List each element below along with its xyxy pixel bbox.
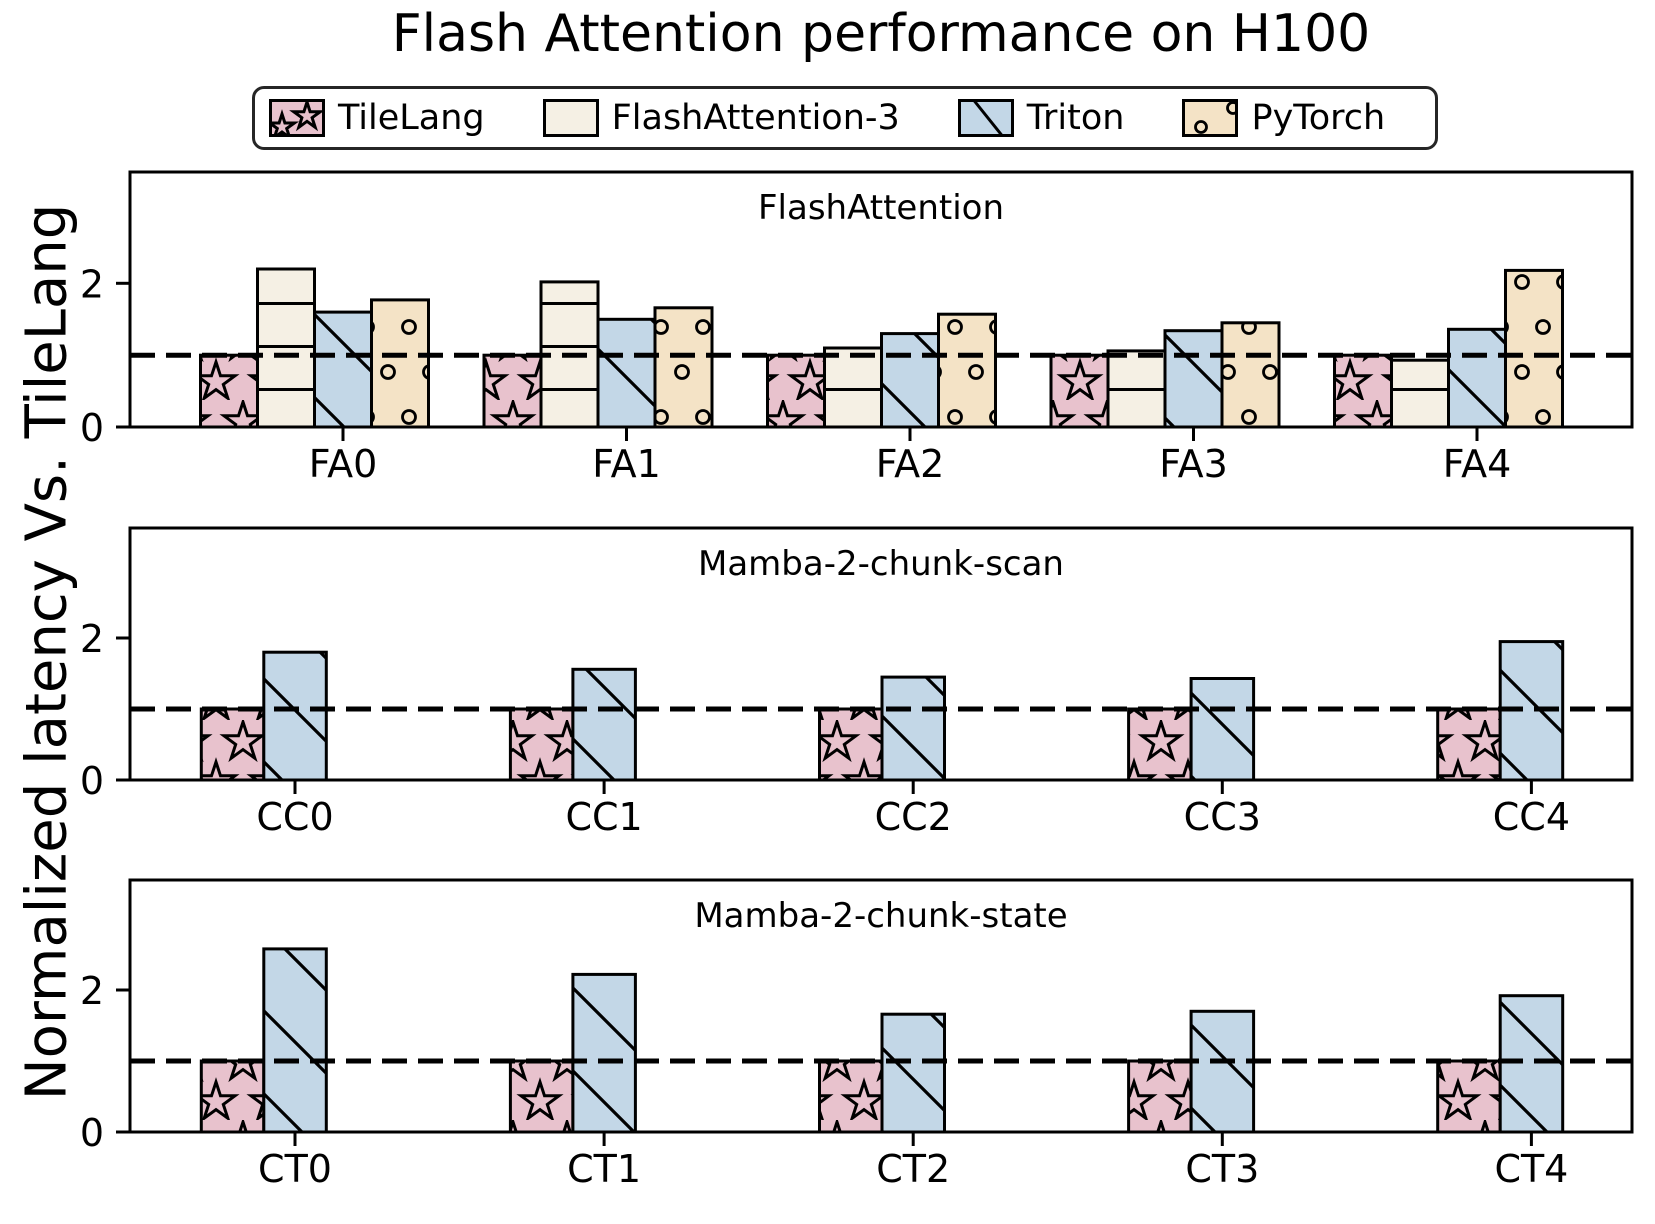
bar-fa2-tilelang bbox=[766, 353, 826, 429]
bar-fa1-triton bbox=[596, 317, 657, 429]
legend-label: TileLang bbox=[338, 97, 485, 138]
axes-border bbox=[128, 878, 1634, 1134]
x-tick-label-fa0: FA0 bbox=[309, 442, 378, 486]
axes-border bbox=[128, 170, 1634, 429]
bar-ct1-tilelang bbox=[508, 1059, 575, 1134]
x-tick-label-ct1: CT1 bbox=[567, 1147, 641, 1191]
legend-label: Triton bbox=[1026, 97, 1125, 138]
bar-fa3-pytorch bbox=[1220, 321, 1281, 429]
x-tick-label-ct4: CT4 bbox=[1494, 1147, 1568, 1191]
x-tick-label-fa1: FA1 bbox=[592, 442, 661, 486]
x-tick-label-ct3: CT3 bbox=[1185, 1147, 1259, 1191]
bar-fa1-pytorch bbox=[653, 306, 714, 429]
bar-fa4-flashattention-3 bbox=[1390, 358, 1450, 429]
legend-swatch-circles-icon bbox=[1182, 99, 1239, 137]
legend-item-pytorch: PyTorch bbox=[1182, 99, 1385, 137]
bar-fa2-triton bbox=[880, 332, 940, 429]
x-tick-label-cc0: CC0 bbox=[256, 795, 333, 839]
bar-fa4-tilelang bbox=[1333, 353, 1393, 429]
bar-cc4-tilelang bbox=[1436, 707, 1502, 782]
bar-fa3-triton bbox=[1163, 329, 1224, 429]
x-tick-label-cc4: CC4 bbox=[1493, 795, 1570, 839]
bar-ct2-tilelang bbox=[818, 1059, 884, 1134]
bar-cc3-triton bbox=[1189, 677, 1256, 782]
bar-fa2-pytorch bbox=[937, 312, 997, 429]
x-tick-label-cc3: CC3 bbox=[1184, 795, 1261, 839]
bar-fa0-tilelang bbox=[199, 353, 259, 429]
x-tick-label-ct2: CT2 bbox=[876, 1147, 950, 1191]
bar-fa1-tilelang bbox=[482, 353, 543, 429]
bar-ct0-tilelang bbox=[199, 1059, 266, 1134]
bar-cc3-tilelang bbox=[1127, 707, 1193, 782]
bar-cc1-triton bbox=[571, 667, 637, 782]
legend-label: PyTorch bbox=[1251, 97, 1386, 138]
legend-swatch-star-icon bbox=[269, 99, 325, 137]
subplot-title: Mamba-2-chunk-scan bbox=[698, 544, 1064, 584]
bar-ct3-triton bbox=[1189, 1009, 1256, 1134]
subplot-title: Mamba-2-chunk-state bbox=[694, 896, 1067, 936]
x-tick-label-fa4: FA4 bbox=[1443, 442, 1512, 486]
bar-ct0-triton bbox=[262, 947, 328, 1134]
legend-item-tilelang: TileLang bbox=[269, 99, 485, 137]
bar-cc2-triton bbox=[880, 675, 946, 782]
bar-ct1-triton bbox=[571, 972, 637, 1134]
x-tick-label-ct0: CT0 bbox=[258, 1147, 332, 1191]
legend-label: FlashAttention-3 bbox=[611, 97, 900, 138]
bar-fa2-flashattention-3 bbox=[823, 346, 883, 429]
legend-swatch-diagonal-icon bbox=[957, 99, 1014, 137]
figure-title: Flash Attention performance on H100 bbox=[391, 4, 1371, 64]
bar-ct3-tilelang bbox=[1127, 1059, 1193, 1134]
x-tick-label-fa2: FA2 bbox=[876, 442, 945, 486]
y-tick-label: 0 bbox=[80, 1111, 104, 1155]
bar-ct2-triton bbox=[880, 1012, 946, 1134]
bar-ct4-tilelang bbox=[1436, 1059, 1502, 1134]
bar-fa0-flashattention-3 bbox=[256, 267, 316, 429]
bar-fa3-tilelang bbox=[1049, 353, 1110, 429]
legend-item-flashattention-3: FlashAttention-3 bbox=[542, 97, 900, 138]
bar-ct4-triton bbox=[1498, 994, 1565, 1134]
subplot-title: FlashAttention bbox=[758, 188, 1004, 228]
y-tick-label: 0 bbox=[80, 406, 104, 450]
bar-fa3-flashattention-3 bbox=[1106, 349, 1167, 429]
bar-cc0-tilelang bbox=[199, 707, 266, 782]
bar-fa0-triton bbox=[313, 310, 373, 429]
bar-cc0-triton bbox=[262, 650, 328, 782]
legend-swatch-hlines-icon bbox=[542, 99, 599, 137]
bar-fa4-pytorch bbox=[1504, 268, 1564, 429]
bar-cc2-tilelang bbox=[818, 707, 884, 782]
x-tick-label-cc1: CC1 bbox=[565, 795, 642, 839]
y-tick-label: 0 bbox=[80, 759, 104, 803]
y-tick-label: 2 bbox=[80, 617, 104, 661]
bar-fa0-pytorch bbox=[370, 298, 430, 429]
x-tick-label-fa3: FA3 bbox=[1159, 442, 1228, 486]
axes-border bbox=[128, 526, 1634, 782]
legend-item-triton: Triton bbox=[957, 97, 1125, 138]
y-tick-label: 2 bbox=[80, 262, 104, 306]
legend: TileLang FlashAttention-3 Triton PyTorch bbox=[252, 86, 1438, 150]
x-tick-label-cc2: CC2 bbox=[875, 795, 952, 839]
y-tick-label: 2 bbox=[80, 969, 104, 1013]
bar-cc1-tilelang bbox=[508, 707, 575, 782]
bar-fa4-triton bbox=[1447, 327, 1507, 429]
